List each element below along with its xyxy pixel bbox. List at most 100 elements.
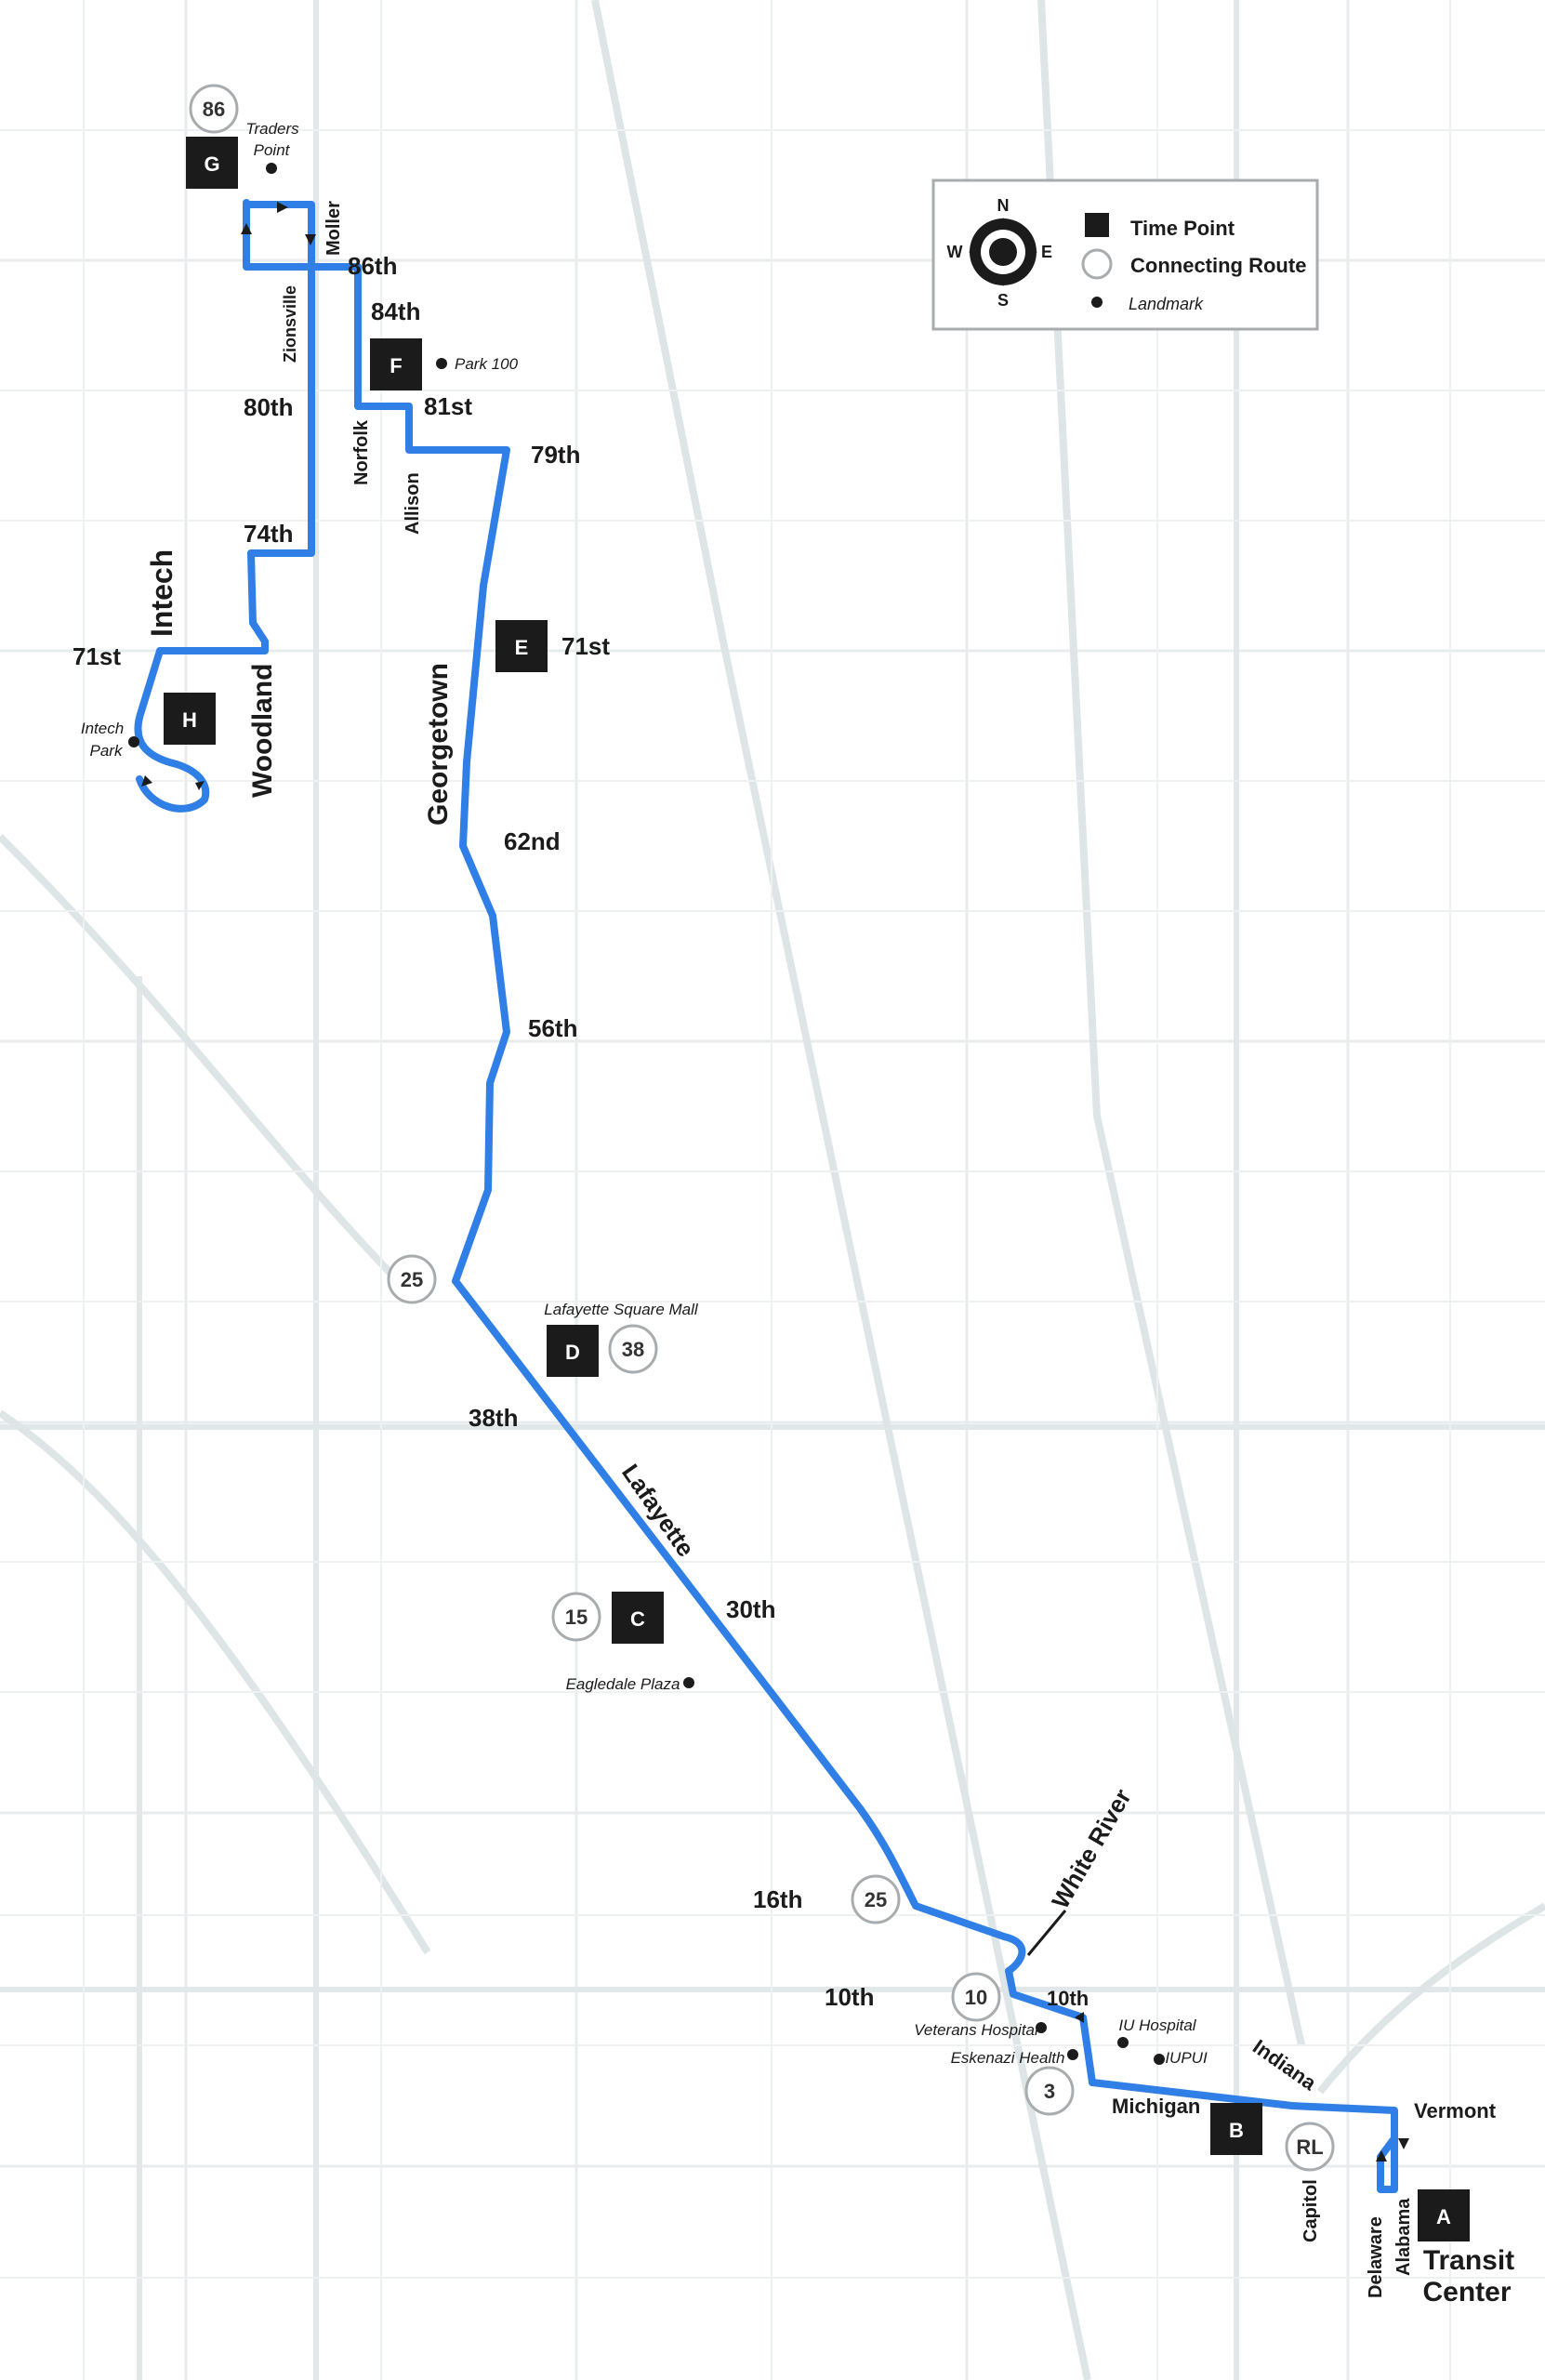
landmark-park-100-label: Park 100	[455, 355, 519, 373]
svg-text:25: 25	[401, 1268, 423, 1291]
landmark-traders-point-label-1: Traders	[245, 120, 299, 138]
time-point-a: A	[1418, 2189, 1470, 2241]
landmark-veterans-hospital-dot	[1036, 2022, 1047, 2033]
connecting-route-25-south: 25	[851, 1874, 901, 1924]
street-10th-west: 10th	[825, 1983, 874, 2011]
street-80th: 80th	[244, 393, 293, 421]
landmark-traders-point-label-2: Point	[254, 141, 291, 159]
route-line	[134, 199, 1398, 2193]
landmark-eskenazi-health-dot	[1067, 2049, 1078, 2060]
time-point-f: F	[370, 338, 422, 390]
svg-text:N: N	[997, 196, 1010, 215]
svg-text:C: C	[630, 1607, 645, 1631]
landmark-eagledale-plaza-label: Eagledale Plaza	[566, 1675, 680, 1693]
svg-text:H: H	[182, 708, 197, 732]
landmark-intech-park-dot	[128, 736, 139, 747]
svg-text:S: S	[997, 291, 1009, 310]
transit-center-label-2: Center	[1422, 2277, 1511, 2307]
street-zionsville: Zionsville	[281, 285, 299, 363]
landmarks: Traders Point Park 100 Intech Park Lafay…	[81, 120, 1514, 2307]
street-michigan: Michigan	[1112, 2095, 1200, 2118]
svg-text:F: F	[390, 354, 402, 377]
street-86th: 86th	[348, 252, 397, 280]
street-38th: 38th	[469, 1404, 518, 1432]
street-labels: Moller 86th 84th Zionsville 80th 81st No…	[73, 201, 1497, 2298]
street-81st: 81st	[424, 392, 472, 420]
landmark-traders-point-dot	[266, 163, 277, 174]
svg-text:86: 86	[203, 98, 225, 121]
time-point-g: G	[186, 137, 238, 189]
connecting-route-25-north: 25	[387, 1254, 437, 1304]
svg-text:15: 15	[565, 1606, 588, 1629]
landmark-iupui-dot	[1154, 2054, 1165, 2065]
time-point-h: H	[164, 693, 216, 745]
legend-time-point-label: Time Point	[1130, 217, 1235, 240]
svg-text:A: A	[1436, 2205, 1451, 2228]
connecting-route-10: 10	[951, 1972, 1001, 2022]
legend-landmark-label: Landmark	[1129, 295, 1204, 313]
street-56th: 56th	[528, 1014, 577, 1042]
time-points: G F E H D C B A	[164, 137, 1470, 2241]
street-norfolk: Norfolk	[351, 419, 372, 485]
legend: N S W E Time Point Connecting Route Land…	[931, 178, 1319, 331]
transit-center-label-1: Transit	[1423, 2245, 1514, 2276]
landmark-veterans-hospital-label: Veterans Hospital	[914, 2021, 1039, 2039]
direction-arrows	[141, 202, 1409, 2162]
street-84th: 84th	[371, 298, 420, 325]
svg-text:E: E	[1041, 243, 1052, 261]
street-moller: Moller	[324, 201, 344, 256]
connecting-routes: 86 25 38 15 25 10 3 RL	[189, 84, 1335, 2172]
time-point-e: E	[495, 620, 548, 672]
street-woodland: Woodland	[247, 664, 278, 798]
street-10th-east: 10th	[1047, 1987, 1089, 2010]
street-white-river: White River	[1046, 1784, 1136, 1913]
street-74th: 74th	[244, 520, 293, 548]
legend-connecting-route-icon	[1081, 248, 1113, 280]
street-delaware: Delaware	[1366, 2216, 1386, 2298]
street-71st-east: 71st	[561, 632, 610, 660]
connecting-route-15: 15	[551, 1592, 601, 1642]
svg-text:RL: RL	[1296, 2135, 1323, 2159]
svg-text:D: D	[565, 1341, 580, 1364]
time-point-b: B	[1210, 2103, 1262, 2155]
street-alabama: Alabama	[1393, 2198, 1414, 2276]
landmark-eagledale-plaza-dot	[683, 1677, 694, 1688]
street-16th: 16th	[753, 1885, 802, 1913]
street-intech: Intech	[145, 549, 178, 637]
landmark-intech-park-label-2: Park	[90, 742, 124, 760]
compass-icon: N S W E	[947, 196, 1053, 310]
svg-text:B: B	[1229, 2119, 1244, 2142]
street-62nd: 62nd	[504, 827, 561, 855]
street-capitol: Capitol	[1301, 2179, 1321, 2242]
connecting-route-38: 38	[608, 1324, 658, 1374]
time-point-c: C	[612, 1592, 664, 1644]
legend-landmark-icon	[1091, 297, 1103, 308]
landmark-iu-hospital-dot	[1117, 2037, 1129, 2048]
time-point-d: D	[547, 1325, 599, 1377]
street-71st-west: 71st	[73, 642, 121, 670]
svg-text:10: 10	[965, 1986, 987, 2009]
landmark-lafayette-square-mall-label: Lafayette Square Mall	[544, 1301, 699, 1318]
connecting-route-86: 86	[189, 84, 239, 134]
svg-text:W: W	[947, 243, 963, 261]
svg-text:25: 25	[865, 1888, 887, 1911]
street-georgetown: Georgetown	[423, 663, 454, 826]
landmark-park-100-dot	[436, 358, 447, 369]
legend-time-point-icon	[1085, 213, 1109, 237]
connecting-route-3: 3	[1024, 2066, 1075, 2116]
connecting-route-rl: RL	[1285, 2122, 1335, 2172]
street-vermont: Vermont	[1414, 2099, 1497, 2122]
svg-text:G: G	[204, 152, 219, 176]
svg-text:3: 3	[1044, 2080, 1055, 2103]
landmark-eskenazi-health-label: Eskenazi Health	[951, 2049, 1065, 2067]
landmark-intech-park-label-1: Intech	[81, 720, 124, 737]
street-allison: Allison	[403, 472, 423, 535]
white-river-leader-line	[1026, 1910, 1067, 1956]
svg-text:E: E	[515, 636, 529, 659]
street-30th: 30th	[726, 1595, 775, 1623]
svg-text:38: 38	[622, 1338, 644, 1361]
landmark-iupui-label: IUPUI	[1165, 2049, 1208, 2067]
legend-connecting-route-label: Connecting Route	[1130, 254, 1306, 277]
